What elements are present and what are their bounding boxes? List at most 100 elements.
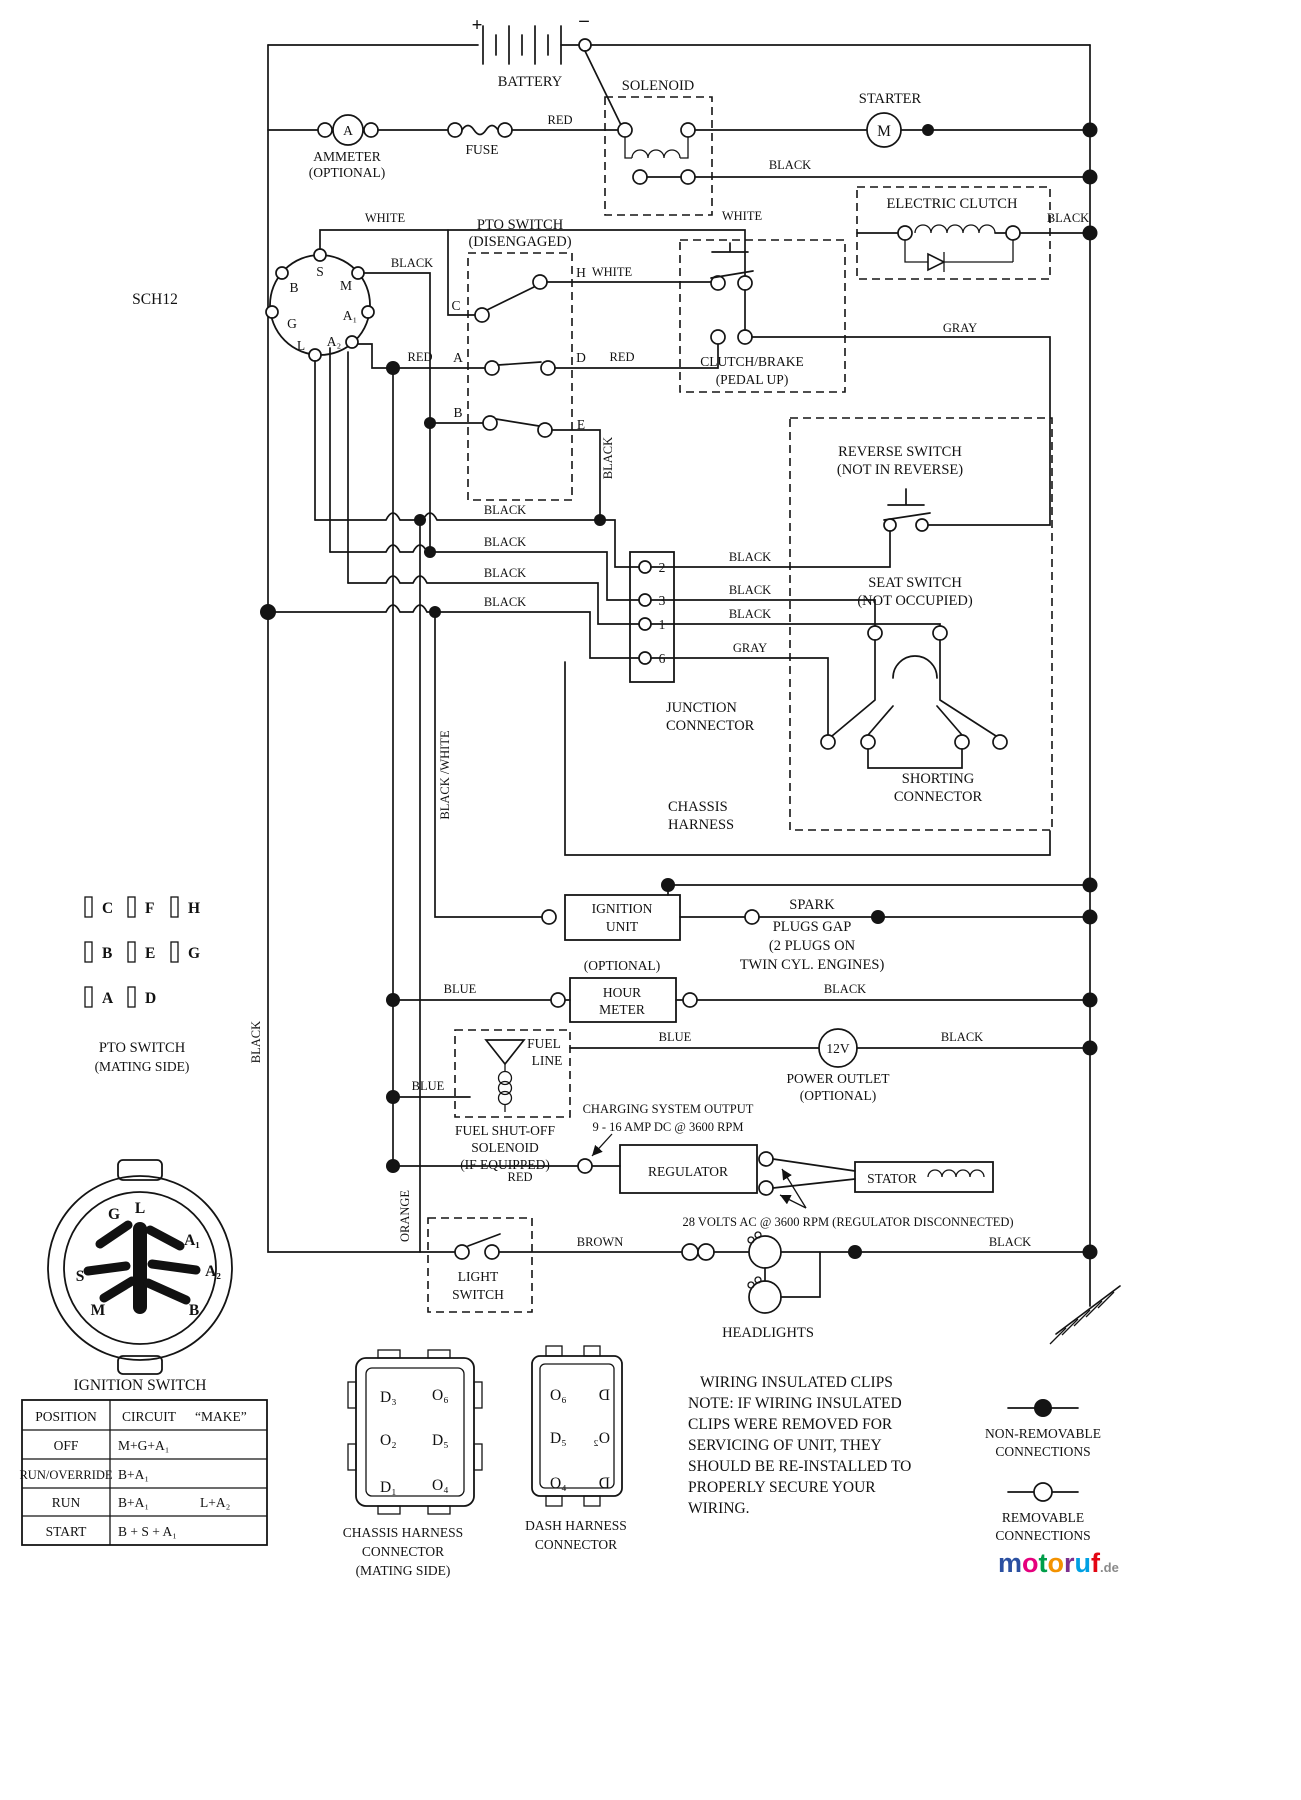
charging-label-1: CHARGING SYSTEM OUTPUT [583, 1102, 754, 1116]
dash-conn-pin-d5: D₅ [550, 1430, 567, 1447]
black-white-wire [434, 611, 543, 918]
ign-fig-m: M [91, 1302, 106, 1319]
table-row-runoverride: RUN/OVERRIDE [19, 1468, 112, 1482]
power-outlet-label-2: (OPTIONAL) [800, 1088, 877, 1103]
junction-connector: 2 3 1 6 JUNCTION CONNECTOR BLACK BLACK B… [629, 530, 941, 736]
legend-nonremovable-1: NON-REMOVABLE [985, 1426, 1101, 1441]
legend-removable-2: CONNECTIONS [995, 1528, 1090, 1543]
ignition-unit-label-1: IGNITION [592, 901, 653, 916]
ign-term-s: S [316, 264, 324, 279]
stator-label: STATOR [867, 1171, 917, 1186]
charging-label-2: 9 - 16 AMP DC @ 3600 RPM [592, 1120, 743, 1134]
wire-label-red-3: RED [610, 350, 635, 364]
note-line-2: CLIPS WERE REMOVED FOR [688, 1416, 893, 1433]
volts-note: 28 VOLTS AC @ 3600 RPM (REGULATOR DISCON… [682, 1215, 1013, 1229]
connection-legend: NON-REMOVABLE CONNECTIONS REMOVABLE CONN… [985, 1399, 1101, 1543]
ignition-unit: IGNITION UNIT SPARK PLUGS GAP (2 PLUGS O… [541, 884, 1091, 973]
wire-label-black-1: BLACK [769, 158, 811, 172]
legend-nonremovable-2: CONNECTIONS [995, 1444, 1090, 1459]
pto-switch: PTO SWITCH (DISENGAGED) C A B H D E WHIT… [451, 217, 719, 521]
table-row-off-circuit: M+G+A₁ [118, 1438, 169, 1453]
wire-label-black-bus1: BLACK [484, 503, 526, 517]
light-switch-label-1: LIGHT [458, 1269, 499, 1284]
motoruf-logo: motoruf.de [998, 1548, 1119, 1578]
junction-label-1: JUNCTION [666, 700, 737, 716]
starter-label: STARTER [859, 91, 922, 107]
wire-label-brown: BROWN [577, 1235, 624, 1249]
note-line-1: NOTE: IF WIRING INSULATED [688, 1395, 902, 1412]
chassis-conn-pin-o6: O₆ [432, 1387, 449, 1404]
wire-label-black-3: BLACK [391, 256, 433, 270]
chassis-conn-pin-o2: O₂ [380, 1432, 397, 1449]
table-header-position: POSITION [35, 1409, 97, 1424]
table-row-run-circuit: B+A₁ [118, 1495, 149, 1510]
wire-label-red-1: RED [548, 113, 573, 127]
hour-meter-label-2: METER [599, 1002, 645, 1017]
chassis-conn-caption-3: (MATING SIDE) [356, 1563, 451, 1578]
pto-mating-side: C F H B E G A D PTO SWITCH (MATING SIDE) [84, 896, 200, 1074]
sch-id: SCH12 [132, 291, 178, 308]
pto-mating-pin-d: D [145, 990, 156, 1007]
battery: + – BATTERY [267, 10, 1091, 126]
clutch-brake-state: (PEDAL UP) [716, 372, 789, 387]
wire-label-black-bus3: BLACK [484, 566, 526, 580]
dash-harness-connector: O₆ D₅ O₄ D O₂ D DASH HARNESS CONNECTOR [525, 1345, 627, 1552]
lighting-circuit: LIGHT SWITCH BROWN BLACK HEADLIGHTS [427, 1217, 1091, 1341]
ground-slope [1055, 1285, 1121, 1335]
pto-switch-label: PTO SWITCH [477, 217, 564, 233]
wire-label-black-j1: BLACK [729, 607, 771, 621]
power-outlet-symbol: 12V [826, 1041, 850, 1056]
non-removable-connection-dots [260, 122, 1098, 1260]
ignition-switch-schematic: S M B G A₁ A₂ L SCH12 WHITE BLACK RED [132, 211, 746, 1253]
ign-fig-l: L [135, 1200, 145, 1217]
pto-mating-pin-h: H [188, 900, 200, 917]
wire-label-gray-1: GRAY [943, 321, 977, 335]
circuit-table: POSITION CIRCUIT “MAKE” OFF M+G+A₁ RUN/O… [19, 1399, 268, 1546]
wire-label-black-j2: BLACK [729, 550, 771, 564]
dash-conn-pin-r1: D [599, 1387, 610, 1404]
pto-switch-state: (DISENGAGED) [468, 234, 571, 250]
battery-minus: – [578, 10, 589, 31]
wire-label-black-bus4: BLACK [484, 595, 526, 609]
wire-label-blue-1: BLUE [444, 982, 477, 996]
wire-label-black-j3: BLACK [729, 583, 771, 597]
ground-hatches [1049, 1291, 1115, 1345]
dash-conn-caption-2: CONNECTOR [535, 1537, 617, 1552]
pto-mating-pin-b: B [102, 945, 112, 962]
starter-symbol: M [877, 123, 891, 140]
wire-label-black-e: BLACK [601, 437, 615, 479]
wire-label-gray-j6: GRAY [733, 641, 767, 655]
wire-label-black-hl: BLACK [989, 1235, 1031, 1249]
ign-fig-b: B [189, 1302, 199, 1319]
hour-meter-optional: (OPTIONAL) [584, 958, 661, 973]
pto-term-e: E [577, 417, 585, 432]
pto-term-a: A [453, 350, 463, 365]
ammeter-optional: (OPTIONAL) [309, 165, 386, 180]
chassis-conn-pin-d5: D₅ [432, 1432, 449, 1449]
fuel-shutoff-label-2: SOLENOID [471, 1140, 539, 1155]
chassis-harness-outline [564, 661, 1051, 856]
wire-label-black-white: BLACK /WHITE [438, 730, 452, 820]
table-row-off: OFF [54, 1438, 79, 1453]
ignition-unit-label-2: UNIT [606, 919, 639, 934]
pto-mating-pin-c: C [102, 900, 113, 917]
wire-label-white-2: WHITE [592, 265, 633, 279]
pto-term-h: H [576, 265, 586, 280]
left-rail [267, 44, 456, 1253]
shorting-connector-label-1: SHORTING [902, 771, 975, 787]
pto-mating-caption-2: (MATING SIDE) [95, 1059, 190, 1074]
dash-conn-pin-o4: O₄ [550, 1475, 567, 1492]
wire-label-black-rail: BLACK [249, 1021, 263, 1063]
note-line-5: PROPERLY SECURE YOUR [688, 1479, 876, 1496]
hour-meter: (OPTIONAL) HOUR METER BLUE BLACK [392, 958, 1091, 1023]
hour-meter-label-1: HOUR [603, 985, 641, 1000]
chassis-conn-pin-o4: O₄ [432, 1477, 449, 1494]
starter: M STARTER [694, 91, 1091, 148]
reverse-switch-label-1: REVERSE SWITCH [838, 444, 962, 460]
chassis-harness-label-2: HARNESS [668, 817, 734, 833]
spark-label-2: PLUGS GAP [773, 919, 852, 935]
removable-symbol [1033, 1482, 1053, 1502]
wire-label-black-po: BLACK [941, 1030, 983, 1044]
